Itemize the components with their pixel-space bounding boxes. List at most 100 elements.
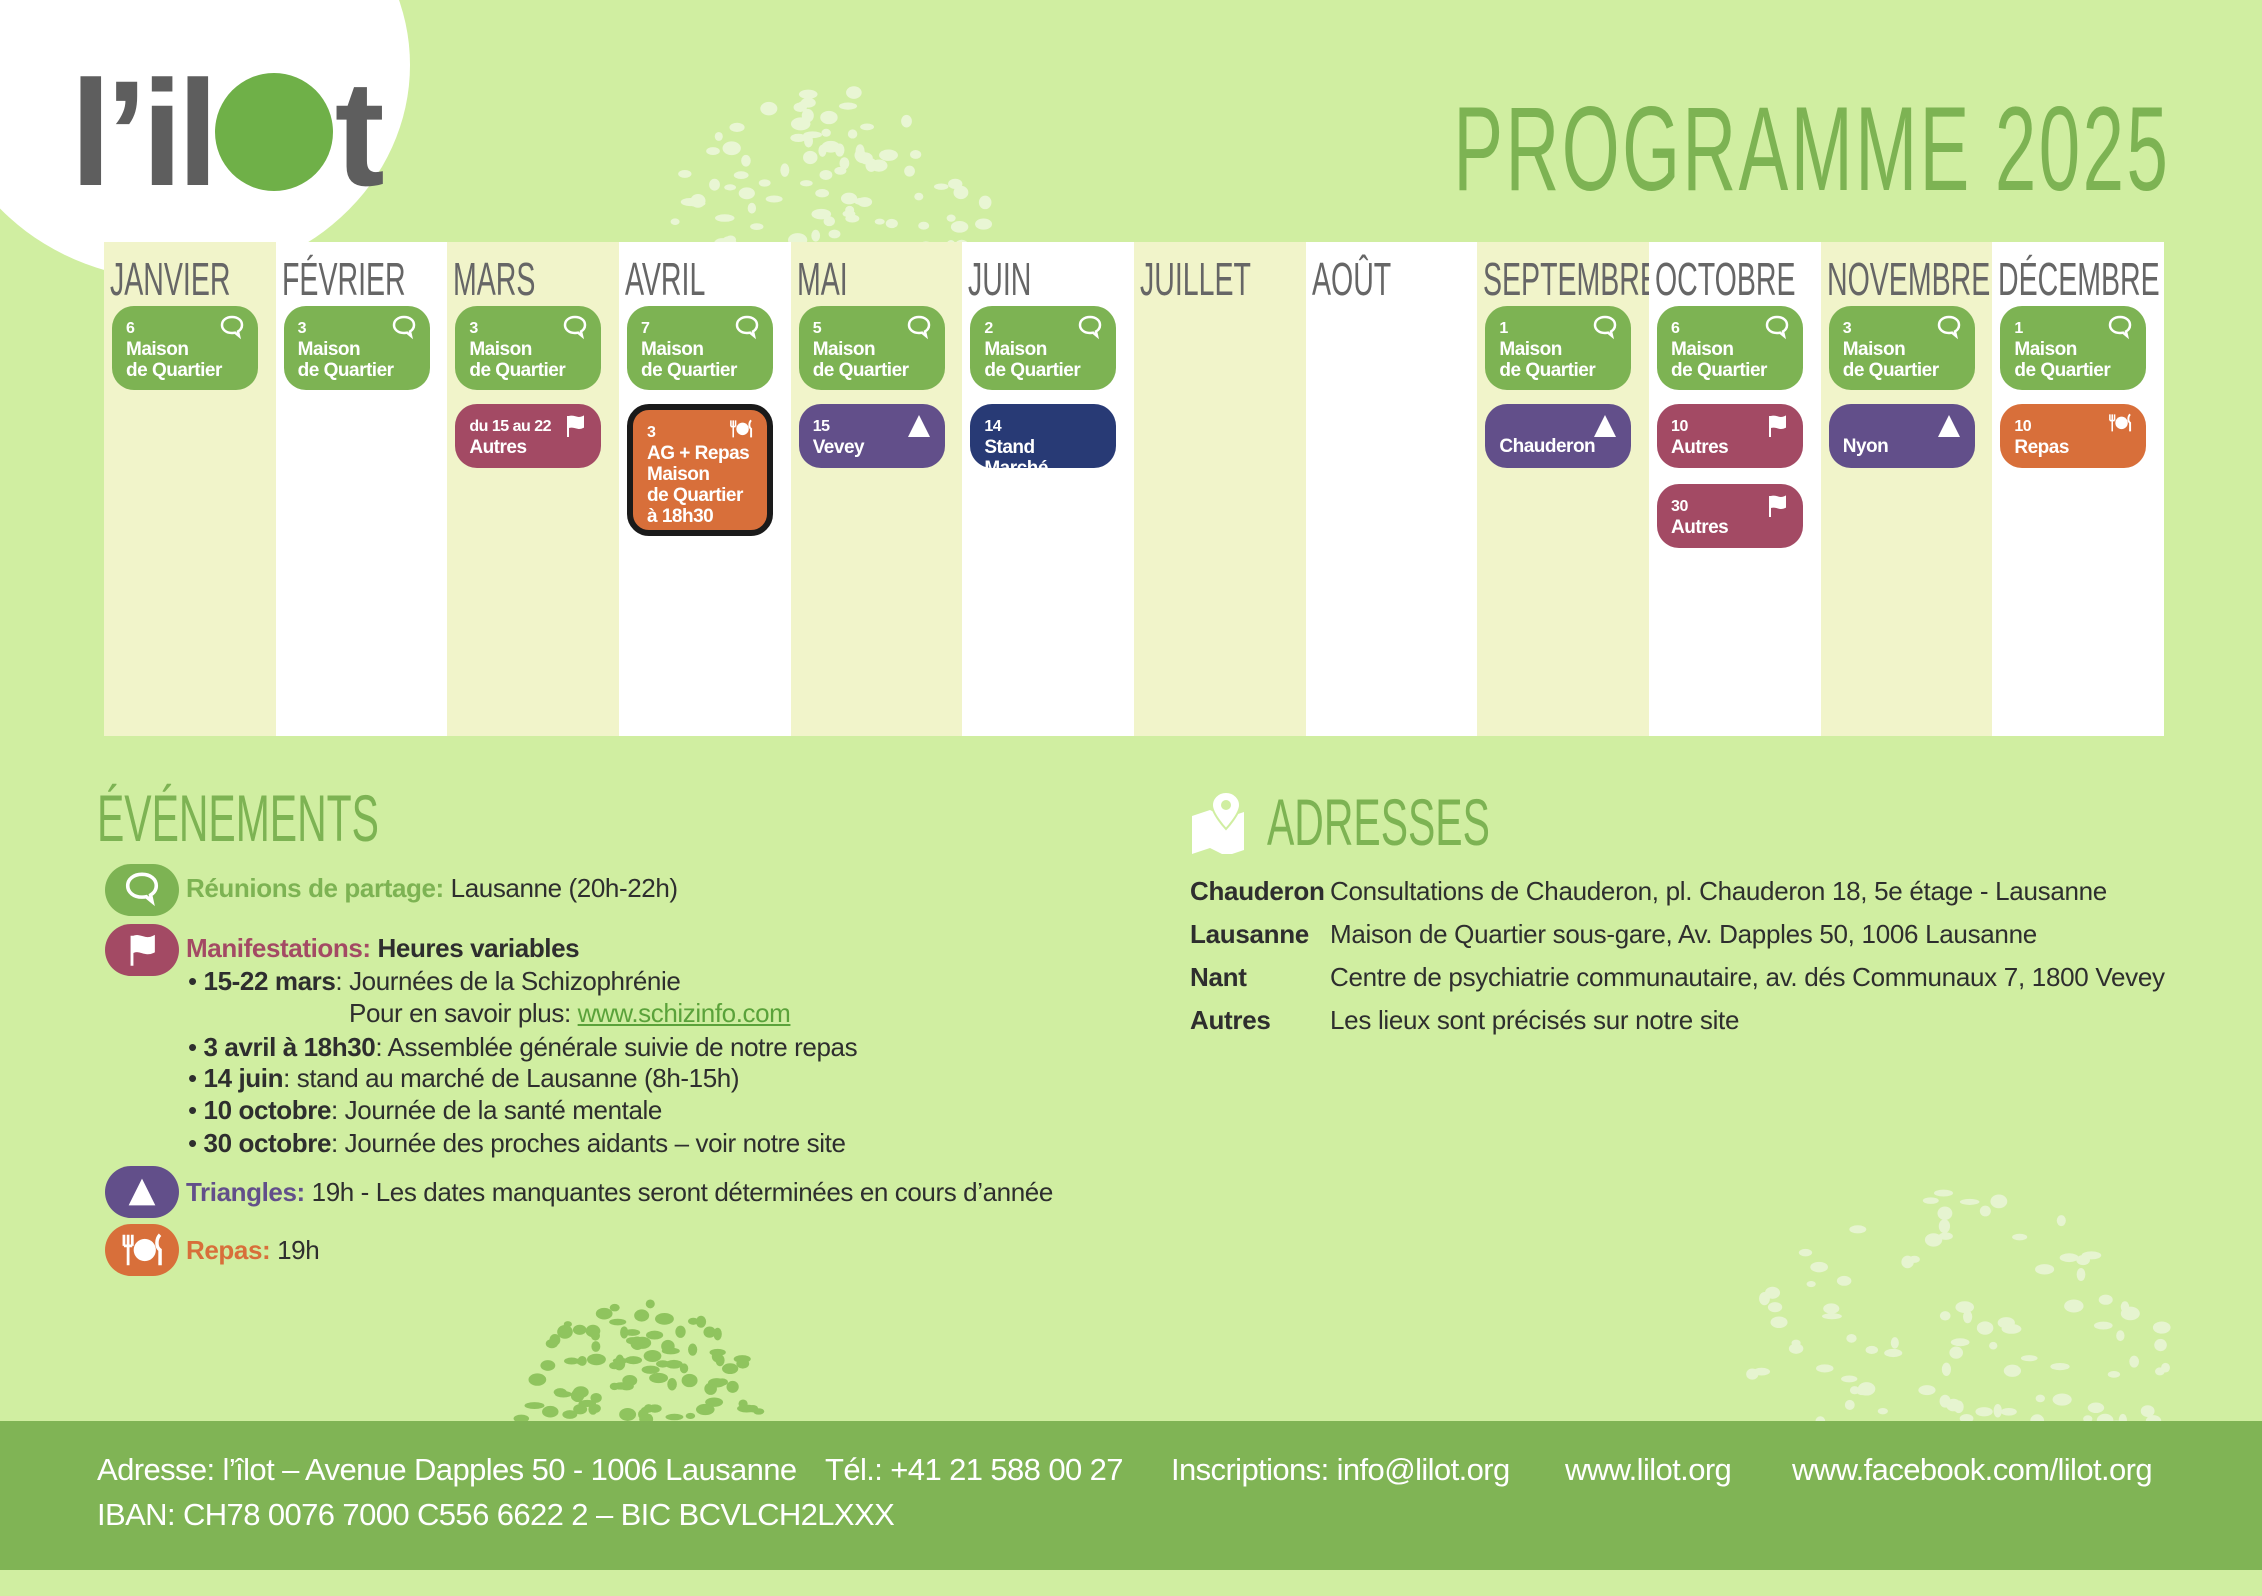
footer-email[interactable]: Inscriptions: info@lilot.org — [1171, 1452, 1510, 1487]
page-title: PROGRAMME 2025 — [1453, 82, 2170, 216]
decorative-dot — [798, 100, 812, 108]
address-name: Nant — [1190, 962, 1247, 992]
decorative-dot — [564, 1357, 580, 1365]
address-value: Les lieux sont précisés sur notre site — [1330, 1005, 1740, 1035]
decorative-dot — [1767, 1302, 1783, 1313]
decorative-dot — [1857, 1382, 1876, 1396]
decorative-dot — [1890, 1337, 1899, 1349]
decorative-dot — [738, 187, 755, 200]
decorative-dot — [729, 122, 745, 132]
footer-facebook[interactable]: www.facebook.com/lilot.org — [1792, 1452, 2153, 1487]
event-label: Maison — [1671, 339, 1734, 360]
decorative-dot — [1993, 1403, 2002, 1418]
decorative-dot — [1979, 1205, 1991, 1217]
decorative-dot — [655, 1312, 674, 1325]
manifestation-item: • 14 juin: stand au marché de Lausanne (… — [188, 1063, 740, 1093]
reunions-line: Réunions de partage: Lausanne (20h-22h) — [186, 873, 678, 903]
decorative-dot — [1924, 1233, 1943, 1247]
speech-bubble-icon — [1935, 314, 1963, 342]
decorative-dot — [2052, 1393, 2072, 1406]
event-label: Maison — [984, 339, 1047, 360]
decorative-dot — [821, 140, 841, 153]
address-value: Centre de psychiatrie communautaire, av.… — [1330, 962, 2165, 992]
schizinfo-link[interactable]: www.schizinfo.com — [577, 998, 791, 1028]
decorative-dot — [820, 110, 838, 125]
map-pin-icon — [1192, 790, 1244, 854]
decorative-dot — [1950, 1338, 1970, 1347]
event-date: 3 — [297, 320, 307, 337]
decorative-dot — [554, 1390, 572, 1398]
decorative-dot — [1934, 1189, 1954, 1197]
event-label: de Quartier — [647, 485, 743, 506]
event-date: 30 — [1671, 498, 1688, 515]
decorative-dot — [1764, 1286, 1781, 1299]
decorative-dot — [1788, 1343, 1804, 1354]
address-value: Consultations de Chauderon, pl. Chaudero… — [1330, 876, 2107, 906]
decorative-dot — [918, 221, 930, 230]
decorative-dot — [681, 1373, 698, 1388]
decorative-dot — [1770, 1316, 1788, 1329]
decorative-dot — [828, 229, 841, 239]
month-label: JUIN — [968, 253, 1032, 305]
event-label: Autres — [469, 437, 527, 458]
decorative-dot — [619, 1407, 637, 1421]
decorative-dot — [715, 214, 735, 222]
event-date: 6 — [126, 320, 135, 337]
footer-phone[interactable]: Tél.: +41 21 588 00 27 — [825, 1452, 1124, 1487]
event-card[interactable]: Nyon — [1828, 404, 1975, 468]
decorative-dot — [2155, 1367, 2165, 1376]
event-date: 2 — [984, 320, 993, 337]
flag-icon — [130, 934, 155, 966]
decorative-dot — [780, 163, 790, 177]
event-label: de Quartier — [126, 360, 222, 381]
decorative-dot — [1865, 1345, 1879, 1354]
triangles-badge — [105, 1166, 179, 1218]
event-label: de Quartier — [1842, 360, 1939, 381]
event-card[interactable]: Chauderon — [1485, 404, 1632, 468]
event-date: 3 — [1842, 320, 1852, 337]
decorative-dot — [609, 1318, 627, 1326]
decorative-dot — [2003, 1364, 2022, 1377]
decorative-dot — [750, 223, 764, 231]
decorative-dot — [1922, 1197, 1939, 1204]
decorative-dot — [709, 178, 720, 191]
decorative-dot — [741, 154, 751, 167]
footer-website[interactable]: www.lilot.org — [1565, 1452, 1732, 1487]
decorative-dot — [855, 144, 865, 159]
decorative-dot — [821, 128, 831, 137]
decorative-dot — [576, 1357, 586, 1365]
address-name: Chauderon — [1190, 876, 1325, 906]
decorative-dot — [839, 157, 850, 170]
event-label: Autres — [1671, 437, 1729, 458]
decorative-dot — [803, 131, 823, 139]
decorative-dot — [950, 221, 969, 233]
decorative-dot — [678, 169, 692, 178]
decorative-dot — [670, 218, 680, 225]
event-label: Maison — [469, 339, 532, 360]
decorative-dot — [1975, 1407, 1993, 1417]
event-date: 5 — [812, 320, 822, 337]
month-label: SEPTEMBRE — [1483, 253, 1660, 305]
manifestation-item: • 10 octobre: Journée de la santé mental… — [188, 1095, 662, 1125]
decorative-dot — [622, 1375, 638, 1387]
